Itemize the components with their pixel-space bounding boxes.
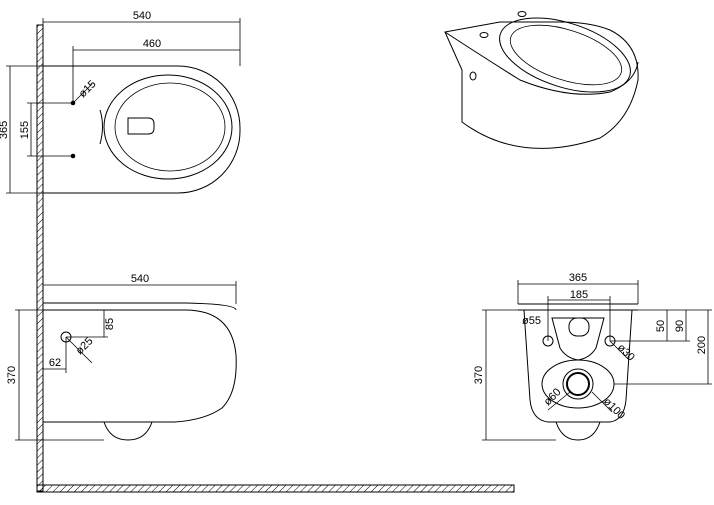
top-dim-460-label: 460	[143, 38, 161, 50]
top-view-rim-inner	[114, 82, 226, 172]
side-dim-inlet-diameter: ø25	[74, 335, 96, 357]
iso-rim-inner	[509, 24, 623, 86]
back-view-recess	[551, 317, 605, 361]
top-dim-155-label: 155	[19, 121, 31, 139]
side-dim-540-label: 540	[131, 273, 149, 285]
wall-floor	[36, 484, 515, 493]
wall-vertical	[36, 24, 44, 492]
top-dim-hole-diameter: ø15	[77, 78, 99, 100]
iso-hole-right	[517, 11, 527, 17]
back-dim-90-label: 90	[674, 320, 686, 332]
back-dim-200-label: 200	[696, 336, 708, 354]
top-view-drain	[127, 117, 155, 135]
back-view-outline	[523, 309, 633, 423]
wall	[36, 24, 515, 493]
side-view: 540 85 62 ø25 370	[6, 273, 237, 441]
top-view: 540 460 ø15 365 155	[0, 10, 241, 194]
back-dim-inlet-diameter: ø55	[522, 315, 541, 327]
back-view-outlet-inner	[566, 372, 590, 396]
side-dim-62-label: 62	[49, 357, 61, 369]
top-view-seat-edge	[99, 109, 103, 145]
isometric-view	[444, 11, 639, 149]
back-view: 365 185 ø55 ø30 50 90 200 370 ø60 ø100	[473, 272, 712, 441]
back-view-foot	[555, 421, 601, 441]
back-view-outlet-ring	[562, 368, 594, 400]
back-dim-bolt-diameter: ø30	[615, 342, 637, 364]
side-view-outline	[43, 309, 237, 423]
top-view-outline	[43, 65, 241, 194]
top-dim-365-label: 365	[0, 121, 10, 139]
side-dim-370-label: 370	[6, 366, 18, 384]
back-dim-365-label: 365	[569, 272, 587, 284]
back-dim-outlet-outer-diameter: ø100	[601, 396, 627, 422]
iso-body-outline	[444, 21, 639, 149]
back-dim-50-label: 50	[655, 320, 667, 332]
iso-inlet	[469, 71, 477, 81]
back-dim-185-label: 185	[570, 289, 588, 301]
side-view-seat	[43, 302, 237, 311]
side-view-foot	[103, 421, 153, 441]
iso-rim-outer	[499, 17, 631, 93]
top-view-rim-outer	[103, 74, 233, 180]
back-view-inlet-opening	[568, 317, 590, 337]
iso-hole-left	[479, 32, 489, 38]
side-dim-85-label: 85	[104, 318, 116, 330]
back-dim-370-label: 370	[473, 366, 485, 384]
top-dim-540-label: 540	[133, 10, 151, 22]
